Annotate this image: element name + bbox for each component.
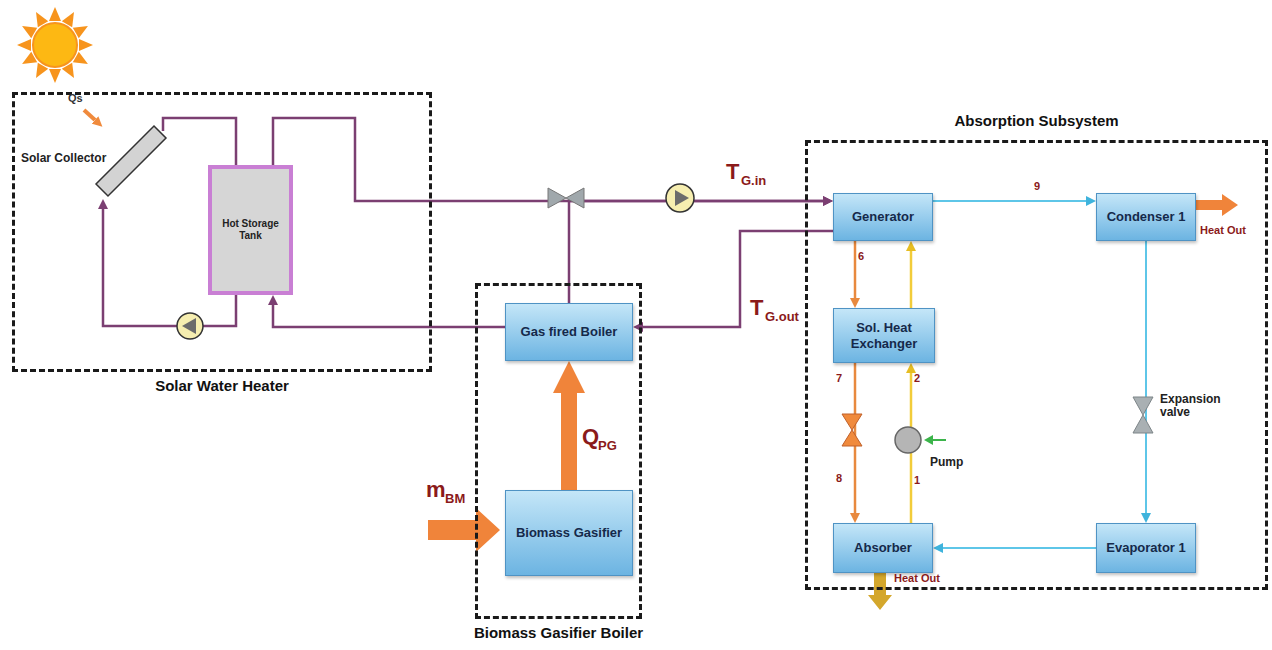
node-label: Hot Storage Tank (222, 218, 279, 243)
heat-out-label: Heat Out (1200, 224, 1246, 236)
node-label: Absorber (854, 540, 912, 556)
solution-pump (895, 427, 946, 453)
pipe-connector (163, 118, 236, 165)
storage-tank: Hot Storage Tank (208, 165, 293, 295)
circulation-pump (177, 313, 203, 339)
valve-label: Expansion valve (1160, 393, 1222, 419)
process-box: Generator (833, 193, 933, 241)
subsystem-group: Absorption SubsystemGeneratorCondenser 1… (805, 140, 1268, 590)
group-heading: Biomass Gasifier Boiler (474, 624, 643, 641)
solar-input-arrow (84, 110, 95, 120)
pipe-connector (910, 251, 913, 308)
process-box: Biomass Gasifier (505, 490, 633, 576)
heat-flux-label: Qs (68, 92, 83, 104)
temperature-label: T (726, 160, 739, 184)
stream-number: 9 (1034, 180, 1040, 192)
feed-pump (666, 184, 694, 212)
stream-number: 2 (914, 372, 920, 384)
process-box: Gas fired Boiler (505, 303, 633, 361)
node-label: Evaporator 1 (1106, 540, 1185, 556)
group-heading: Absorption Subsystem (954, 112, 1118, 129)
heat-label: Q (582, 425, 599, 449)
process-box: Absorber (833, 523, 933, 573)
node-label: Condenser 1 (1107, 209, 1186, 225)
stream-number: 8 (836, 472, 842, 484)
heat-out-label: Heat Out (894, 572, 940, 584)
solution-valve (842, 414, 862, 446)
pump-label: Pump (930, 456, 963, 469)
heat-out-arrow (1196, 194, 1238, 216)
pipe-connector (273, 305, 505, 327)
heat-out-arrow (868, 573, 892, 610)
node-label: Gas fired Boiler (521, 324, 618, 340)
temperature-subscript: G.in (741, 174, 766, 188)
node-label: Solar Collector (21, 151, 106, 165)
solar-collector-panel (96, 126, 166, 196)
sun (17, 7, 93, 83)
temperature-label: T (750, 296, 763, 320)
pipe-connector (569, 201, 823, 303)
group-heading: Solar Water Heater (155, 377, 289, 394)
node-label: Biomass Gasifier (516, 525, 622, 541)
stream-number: 1 (914, 474, 920, 486)
process-box: Condenser 1 (1096, 193, 1196, 241)
temperature-subscript: G.out (765, 310, 799, 324)
heat-subscript: PG (598, 439, 617, 453)
three-way-valve (548, 188, 584, 208)
pipe-connector (854, 241, 857, 298)
stream-number: 6 (858, 250, 864, 262)
subsystem-group: Biomass Gasifier BoilerGas fired BoilerB… (475, 283, 642, 619)
subsystem-group: Solar Water HeaterSolar CollectorHot Sto… (12, 92, 432, 372)
pipe-connector (1145, 241, 1147, 513)
expansion-valve (1133, 397, 1153, 433)
stream-number: 7 (836, 372, 842, 384)
pipe-connector (933, 200, 1086, 202)
process-box: Evaporator 1 (1096, 523, 1196, 573)
solar-collector: Solar Collector (21, 131, 173, 199)
mass-flow-label: m (426, 478, 446, 502)
process-box: Sol. Heat Exchanger (833, 308, 935, 363)
pipe-connector (943, 547, 1096, 549)
biomass-input-arrow (428, 508, 500, 552)
node-label: Sol. Heat Exchanger (842, 320, 926, 351)
node-label: Generator (852, 209, 914, 225)
mass-flow-subscript: BM (445, 492, 465, 506)
heat-flow-arrow (561, 393, 577, 490)
